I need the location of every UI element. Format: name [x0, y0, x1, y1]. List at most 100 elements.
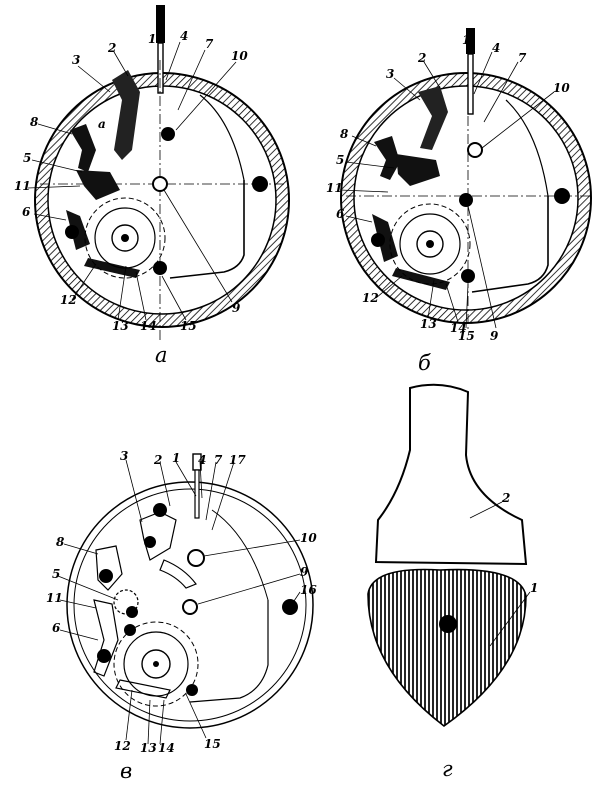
label: 13	[112, 319, 129, 333]
label: 6	[336, 207, 345, 221]
caption-b: б	[418, 351, 431, 375]
yoke-a	[70, 124, 96, 172]
label: 8	[340, 127, 349, 141]
hole-g	[439, 615, 457, 633]
label: 1	[172, 451, 180, 465]
lever-12-b	[392, 268, 450, 290]
wheel-a	[94, 207, 156, 269]
crown-a	[156, 5, 165, 43]
wheel-b	[399, 213, 461, 275]
label: 12	[60, 293, 77, 307]
stem-b	[467, 53, 474, 115]
label: 9	[490, 329, 499, 343]
setting-lever-b	[418, 86, 448, 150]
label: 17	[229, 453, 246, 467]
lever-11-v	[93, 599, 119, 677]
panel-b: 1 2 4 7 10 3 8 5 11 6 12 13 14 15 9 б	[326, 28, 592, 375]
panel-v: 1 2 4 7 17 3 10 8 9 5 16 11 6 12 13 14 1…	[46, 449, 317, 783]
tool-head-g	[367, 568, 527, 727]
label: 3	[120, 449, 128, 463]
screw-right-a	[252, 176, 268, 192]
screw-8-v	[99, 569, 113, 583]
screw-left-v	[144, 536, 156, 548]
lever-6-b	[372, 214, 398, 262]
screw-6-b	[371, 233, 385, 247]
label: 14	[158, 741, 175, 755]
label: 2	[501, 491, 510, 505]
wheel-v	[123, 631, 189, 697]
label: 7	[518, 51, 527, 65]
screw-9-b	[459, 193, 473, 207]
yoke-b	[374, 136, 400, 180]
caption-g: г	[442, 757, 453, 781]
label: 15	[458, 329, 475, 343]
screw-5a-v	[126, 606, 138, 618]
label: 13	[140, 741, 157, 755]
tool-handle-g	[374, 383, 528, 566]
label: 16	[300, 583, 317, 597]
label: 15	[204, 737, 221, 751]
stem-a	[157, 42, 164, 94]
label: 11	[14, 179, 31, 193]
setting-lever-a	[112, 70, 140, 160]
screw-9-v	[182, 599, 198, 615]
pawl-a	[76, 170, 120, 200]
screw-10-v	[187, 549, 205, 567]
screw-15-a	[153, 261, 167, 275]
lever-12-a	[84, 258, 140, 278]
stem-v	[194, 469, 200, 519]
label: 2	[107, 41, 116, 55]
crown-b	[466, 28, 475, 54]
gear-5-v	[113, 589, 139, 615]
label: 3	[386, 67, 394, 81]
label: 10	[553, 81, 570, 95]
screw-10-a	[161, 127, 175, 141]
case-inner-v	[73, 488, 307, 722]
label: 5	[336, 153, 344, 167]
label: 15	[180, 319, 197, 333]
label: a	[98, 117, 106, 131]
label: 5	[23, 151, 31, 165]
lever-12-v	[115, 679, 171, 699]
label: 14	[450, 321, 467, 335]
screw-15-b	[461, 269, 475, 283]
yoke-v	[95, 545, 123, 591]
screw-16-v	[282, 599, 298, 615]
screw-right-b	[554, 188, 570, 204]
screw-2-v	[153, 503, 167, 517]
label: 1	[530, 581, 538, 595]
label: 14	[140, 319, 157, 333]
screw-10-b	[467, 142, 483, 158]
label: 9	[300, 565, 309, 579]
label: 6	[22, 205, 31, 219]
screw-15-v	[186, 684, 198, 696]
label: 9	[232, 301, 241, 315]
label: 3	[72, 53, 80, 67]
label: 11	[46, 591, 63, 605]
label: 4	[492, 41, 500, 55]
lever-7-v	[159, 559, 197, 589]
label: 1	[148, 32, 156, 46]
screw-5b-v	[124, 624, 136, 636]
screw-6-v	[97, 649, 111, 663]
label: 7	[205, 37, 214, 51]
caption-a: а	[155, 343, 168, 367]
pawl-b	[396, 154, 440, 186]
label: 5	[52, 567, 60, 581]
label: 12	[114, 739, 131, 753]
label: 1	[462, 33, 470, 47]
case-inner-a	[47, 85, 277, 315]
label: 10	[231, 49, 248, 63]
panel-g: 2 1 г	[367, 383, 538, 781]
label: 4	[180, 29, 188, 43]
panel-a: 1 2 4 7 10 3 8 a 5 11 6 12 13 14 15 9 а	[14, 5, 290, 367]
caption-v: в	[120, 759, 132, 783]
label: 7	[214, 453, 223, 467]
spring-a	[169, 180, 245, 279]
label: 8	[30, 115, 39, 129]
label: 6	[52, 621, 61, 635]
screw-6-a	[65, 225, 79, 239]
label: 8	[56, 535, 65, 549]
label: 11	[326, 181, 343, 195]
label: 2	[417, 51, 426, 65]
